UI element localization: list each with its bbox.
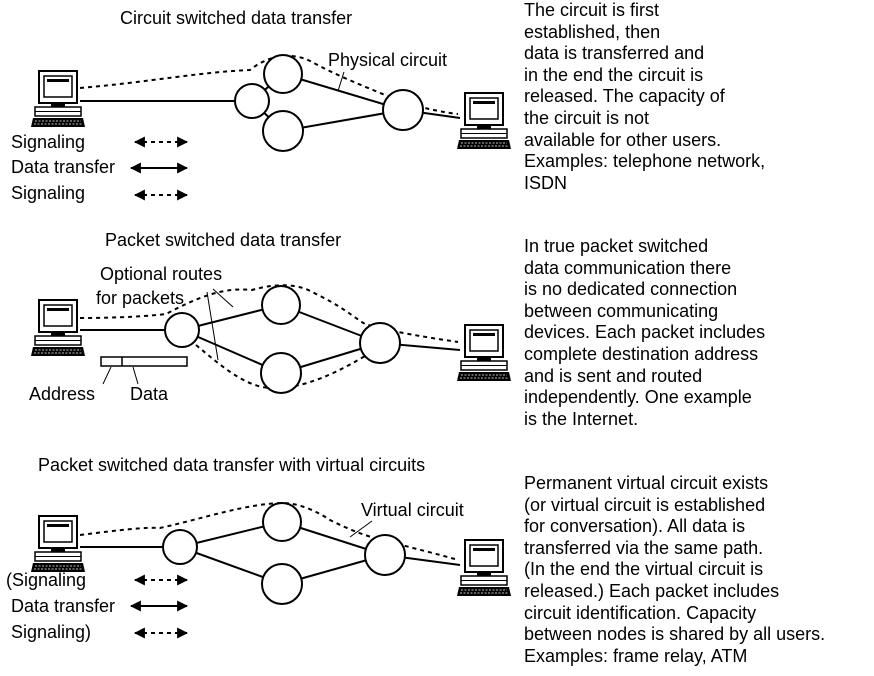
callout-line [349, 520, 373, 538]
computer-icon [30, 70, 86, 128]
legend-data-transfer-label: Data transfer [11, 157, 115, 177]
description-packet-switched: In true packet switched data communicati… [524, 236, 872, 430]
network-node-icon [359, 322, 401, 364]
description-line: is the Internet. [524, 408, 639, 429]
description-line: released. The capacity of [524, 86, 725, 107]
description-line: released.) Each packet includes [524, 580, 780, 601]
optional-routes-label: Optional routes [100, 264, 222, 284]
optional-routes-label: for packets [96, 288, 184, 308]
description-line: data is transferred and [524, 43, 705, 64]
legend-signaling-label: Signaling) [11, 622, 91, 642]
legend-signaling-label: Signaling [11, 132, 85, 152]
computer-icon [456, 92, 512, 150]
description-line: transferred via the same path. [524, 537, 764, 558]
description-line: between communicating [524, 300, 719, 321]
computer-icon [30, 299, 86, 357]
description-line: between nodes is shared by all users. [524, 624, 826, 645]
description-line: Permanent virtual circuit exists [524, 473, 769, 493]
description-line: devices. Each packet includes [524, 322, 766, 343]
description-line: is no dedicated connection [524, 279, 738, 300]
network-node-icon [261, 285, 301, 325]
description-line: complete destination address [524, 343, 759, 364]
legend-data-transfer-label: Data transfer [11, 596, 115, 616]
network-node-icon [262, 110, 304, 152]
description-line: circuit identification. Capacity [524, 602, 757, 623]
description-line: in the end the circuit is [524, 64, 704, 85]
network-node-icon [364, 534, 406, 576]
callout-line [337, 71, 345, 92]
description-line: ISDN [524, 172, 568, 193]
section-2-title: Packet switched data transfer [105, 230, 341, 250]
network-node-icon [261, 563, 303, 605]
description-line: for conversation). All data is [524, 516, 746, 537]
callout-line [206, 291, 219, 361]
computer-icon [30, 515, 86, 573]
computer-icon [456, 324, 512, 382]
packet-address-label: Address [29, 384, 95, 404]
packet-data-label: Data [130, 384, 169, 404]
packet-route-lower [195, 344, 366, 390]
network-node-icon [382, 89, 424, 131]
packet-icon [100, 356, 188, 385]
description-line: the circuit is not [524, 107, 650, 128]
network-node-icon [234, 83, 270, 119]
network-node-icon [262, 502, 302, 542]
section-3-title: Packet switched data transfer with virtu… [38, 455, 425, 475]
physical-circuit-label: Physical circuit [328, 50, 447, 70]
description-virtual-circuits: Permanent virtual circuit exists (or vir… [524, 473, 872, 667]
physical-circuit-path [79, 54, 459, 115]
description-line: (In the end the virtual circuit is [524, 559, 764, 580]
description-line: Examples: frame relay, ATM [524, 645, 748, 666]
section-1-title: Circuit switched data transfer [120, 8, 352, 28]
description-line: (or virtual circuit is established [524, 494, 766, 515]
computer-icon [456, 539, 512, 597]
network-node-icon [162, 529, 198, 565]
legend-signaling-label: Signaling [11, 183, 85, 203]
description-line: In true packet switched [524, 236, 709, 256]
virtual-circuit-label: Virtual circuit [361, 500, 464, 520]
description-line: independently. One example [524, 387, 752, 408]
description-line: available for other users. [524, 129, 722, 150]
description-line: established, then [524, 21, 661, 42]
description-circuit-switched: The circuit is first established, then d… [524, 0, 872, 194]
description-line: and is sent and routed [524, 365, 703, 386]
legend-signaling-label: (Signaling [6, 570, 86, 590]
description-line: data communication there [524, 257, 732, 278]
network-node-icon [260, 352, 302, 394]
network-node-icon [263, 54, 303, 94]
description-line: The circuit is first [524, 0, 660, 20]
callout-line [212, 288, 234, 308]
network-node-icon [164, 312, 200, 348]
description-line: Examples: telephone network, [524, 151, 766, 172]
